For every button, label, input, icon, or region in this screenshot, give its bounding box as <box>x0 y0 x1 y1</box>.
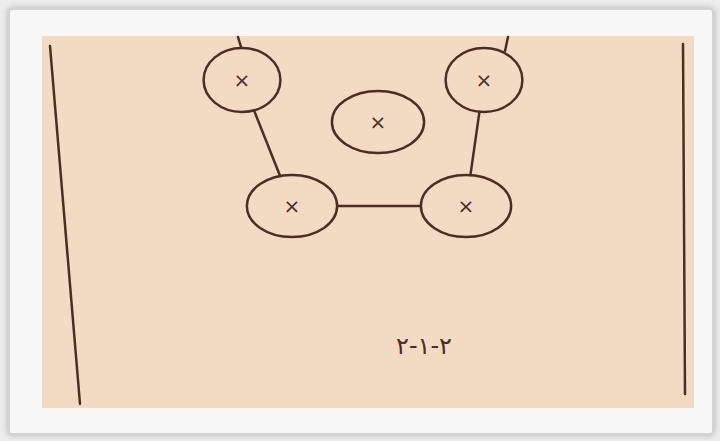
player-mark: × <box>234 70 251 90</box>
player-circle: × <box>202 46 282 114</box>
player-mark: × <box>284 196 301 216</box>
formation-label: ٢-١-٢ <box>396 332 452 360</box>
player-circle: × <box>444 46 524 114</box>
pass-line <box>254 110 280 176</box>
court-sideline <box>50 46 80 404</box>
player-circle: × <box>245 173 339 239</box>
line-extension <box>238 37 241 47</box>
player-circle: × <box>330 89 426 155</box>
player-mark: × <box>458 196 475 216</box>
pass-line <box>337 206 421 207</box>
pass-line <box>470 112 479 175</box>
player-circle: × <box>419 173 513 239</box>
court-sideline <box>683 44 685 394</box>
player-mark: × <box>370 112 387 132</box>
line-extension <box>505 37 508 51</box>
player-mark: × <box>476 70 493 90</box>
